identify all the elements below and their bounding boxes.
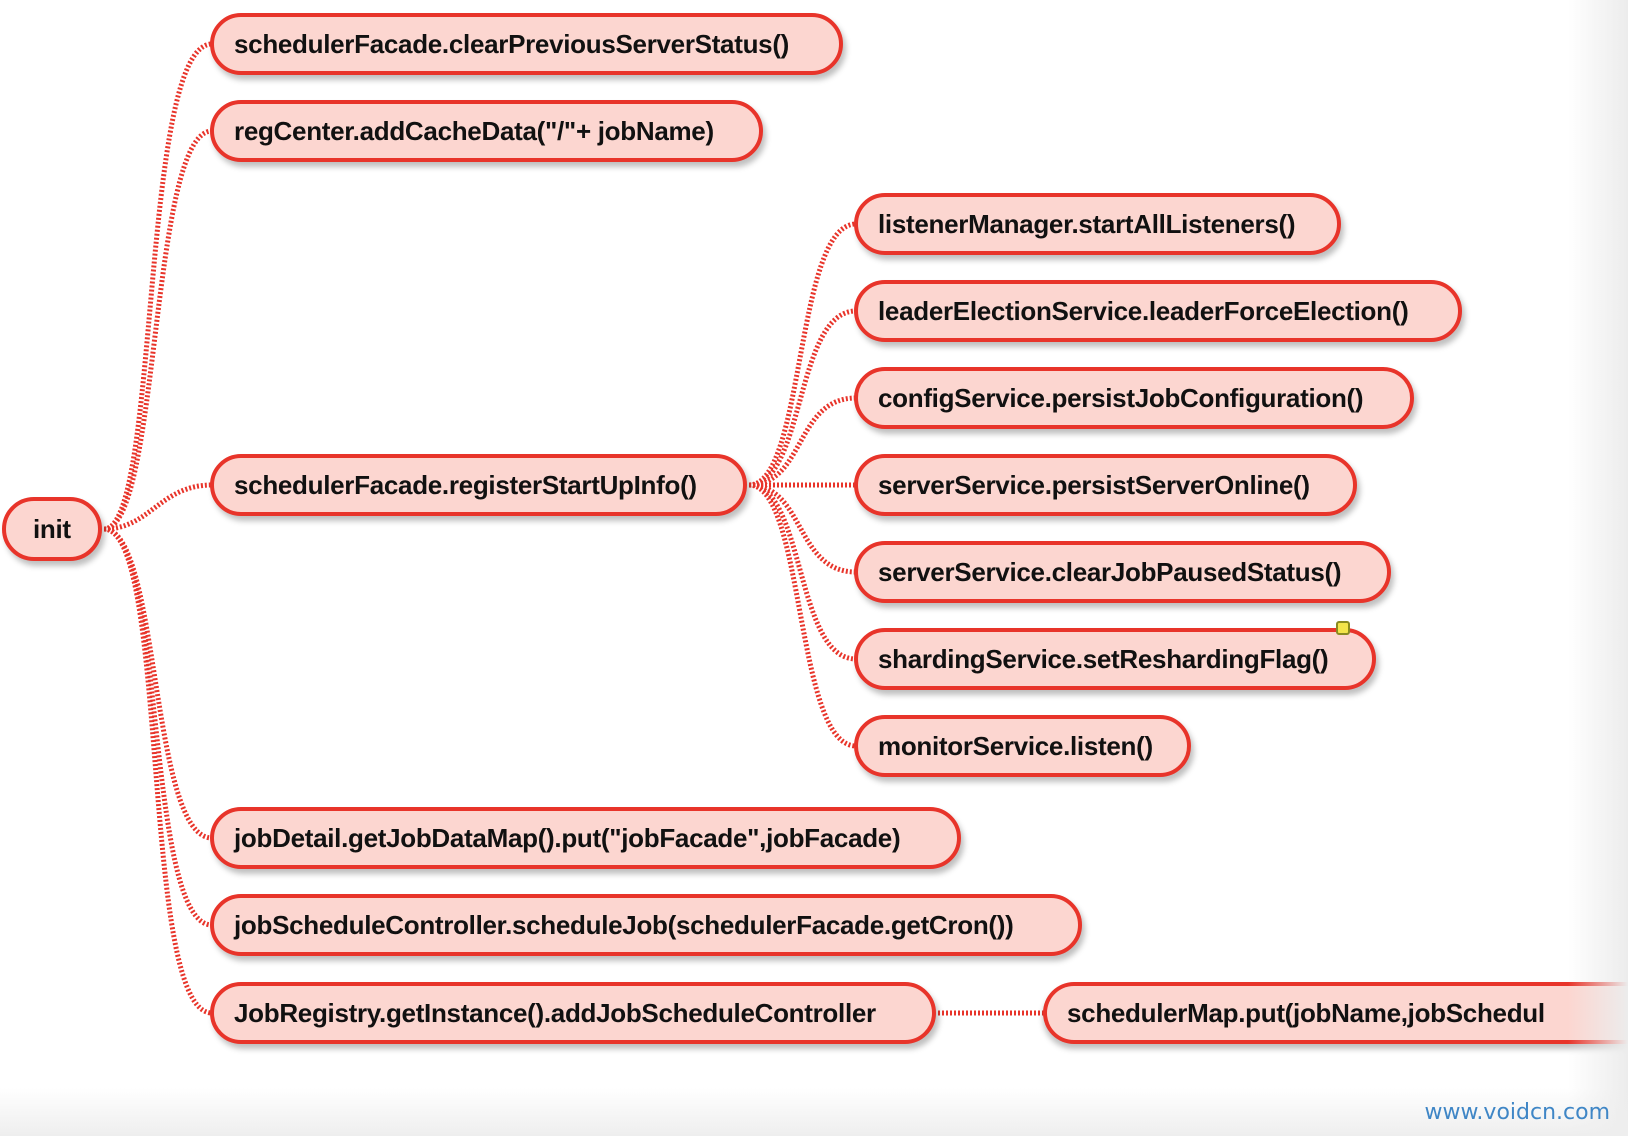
watermark-text: www.voidcn.com bbox=[1424, 1100, 1610, 1125]
edge-init-to-add-job-schedule-controller bbox=[103, 526, 213, 1016]
node-clear-previous-server-status[interactable]: schedulerFacade.clearPreviousServerStatu… bbox=[210, 13, 843, 75]
node-label: configService.persistJobConfiguration() bbox=[878, 382, 1364, 413]
node-label: serverService.persistServerOnline() bbox=[878, 469, 1310, 500]
node-persist-job-configuration[interactable]: configService.persistJobConfiguration() bbox=[854, 367, 1414, 429]
node-label: serverService.clearJobPausedStatus() bbox=[878, 556, 1342, 587]
node-put-job-facade[interactable]: jobDetail.getJobDataMap().put("jobFacade… bbox=[210, 807, 961, 869]
edge-startup-to-leader-force-election bbox=[748, 308, 857, 488]
node-label: schedulerMap.put(jobName,jobSchedul bbox=[1067, 997, 1545, 1028]
node-label: listenerManager.startAllListeners() bbox=[878, 208, 1296, 239]
node-scheduler-map-put[interactable]: schedulerMap.put(jobName,jobSchedul bbox=[1043, 982, 1628, 1044]
node-clear-job-paused-status[interactable]: serverService.clearJobPausedStatus() bbox=[854, 541, 1391, 603]
node-label: jobDetail.getJobDataMap().put("jobFacade… bbox=[234, 822, 901, 853]
node-label: JobRegistry.getInstance().addJobSchedule… bbox=[234, 997, 876, 1028]
node-set-resharding-flag[interactable]: shardingService.setReshardingFlag() bbox=[854, 628, 1376, 690]
node-label: monitorService.listen() bbox=[878, 730, 1153, 761]
node-label: leaderElectionService.leaderForceElectio… bbox=[878, 295, 1409, 326]
edge-startup-to-persist-job-configuration bbox=[748, 395, 857, 488]
edge-startup-to-monitor-listen bbox=[748, 482, 857, 749]
node-register-startup-info[interactable]: schedulerFacade.registerStartUpInfo() bbox=[210, 454, 747, 516]
edge-init-to-add-cache-data bbox=[103, 128, 213, 532]
node-start-all-listeners[interactable]: listenerManager.startAllListeners() bbox=[854, 193, 1341, 255]
right-edge-shade bbox=[1568, 0, 1628, 1136]
node-leader-force-election[interactable]: leaderElectionService.leaderForceElectio… bbox=[854, 280, 1462, 342]
edge-init-to-register-startup-info bbox=[103, 482, 213, 532]
node-monitor-listen[interactable]: monitorService.listen() bbox=[854, 715, 1191, 777]
edge-init-to-schedule-job bbox=[103, 526, 213, 928]
edge-init-to-put-job-facade bbox=[103, 526, 213, 841]
resize-handle[interactable] bbox=[1336, 621, 1350, 635]
node-add-cache-data[interactable]: regCenter.addCacheData("/"+ jobName) bbox=[210, 100, 763, 162]
node-label: schedulerFacade.registerStartUpInfo() bbox=[234, 469, 697, 500]
node-persist-server-online[interactable]: serverService.persistServerOnline() bbox=[854, 454, 1357, 516]
node-label: regCenter.addCacheData("/"+ jobName) bbox=[234, 115, 714, 146]
node-label: schedulerFacade.clearPreviousServerStatu… bbox=[234, 28, 790, 59]
root-node-init[interactable]: init bbox=[2, 497, 102, 561]
node-schedule-job[interactable]: jobScheduleController.scheduleJob(schedu… bbox=[210, 894, 1082, 956]
bottom-edge-shade bbox=[0, 1088, 1628, 1136]
edge-startup-to-start-all-listeners bbox=[748, 221, 857, 488]
edge-startup-to-clear-job-paused-status bbox=[748, 482, 857, 575]
node-label: jobScheduleController.scheduleJob(schedu… bbox=[234, 909, 1014, 940]
edge-init-to-clear-previous-server-status bbox=[103, 41, 213, 532]
node-add-job-schedule-controller[interactable]: JobRegistry.getInstance().addJobSchedule… bbox=[210, 982, 936, 1044]
node-label: shardingService.setReshardingFlag() bbox=[878, 643, 1329, 674]
root-node-label: init bbox=[33, 513, 71, 544]
